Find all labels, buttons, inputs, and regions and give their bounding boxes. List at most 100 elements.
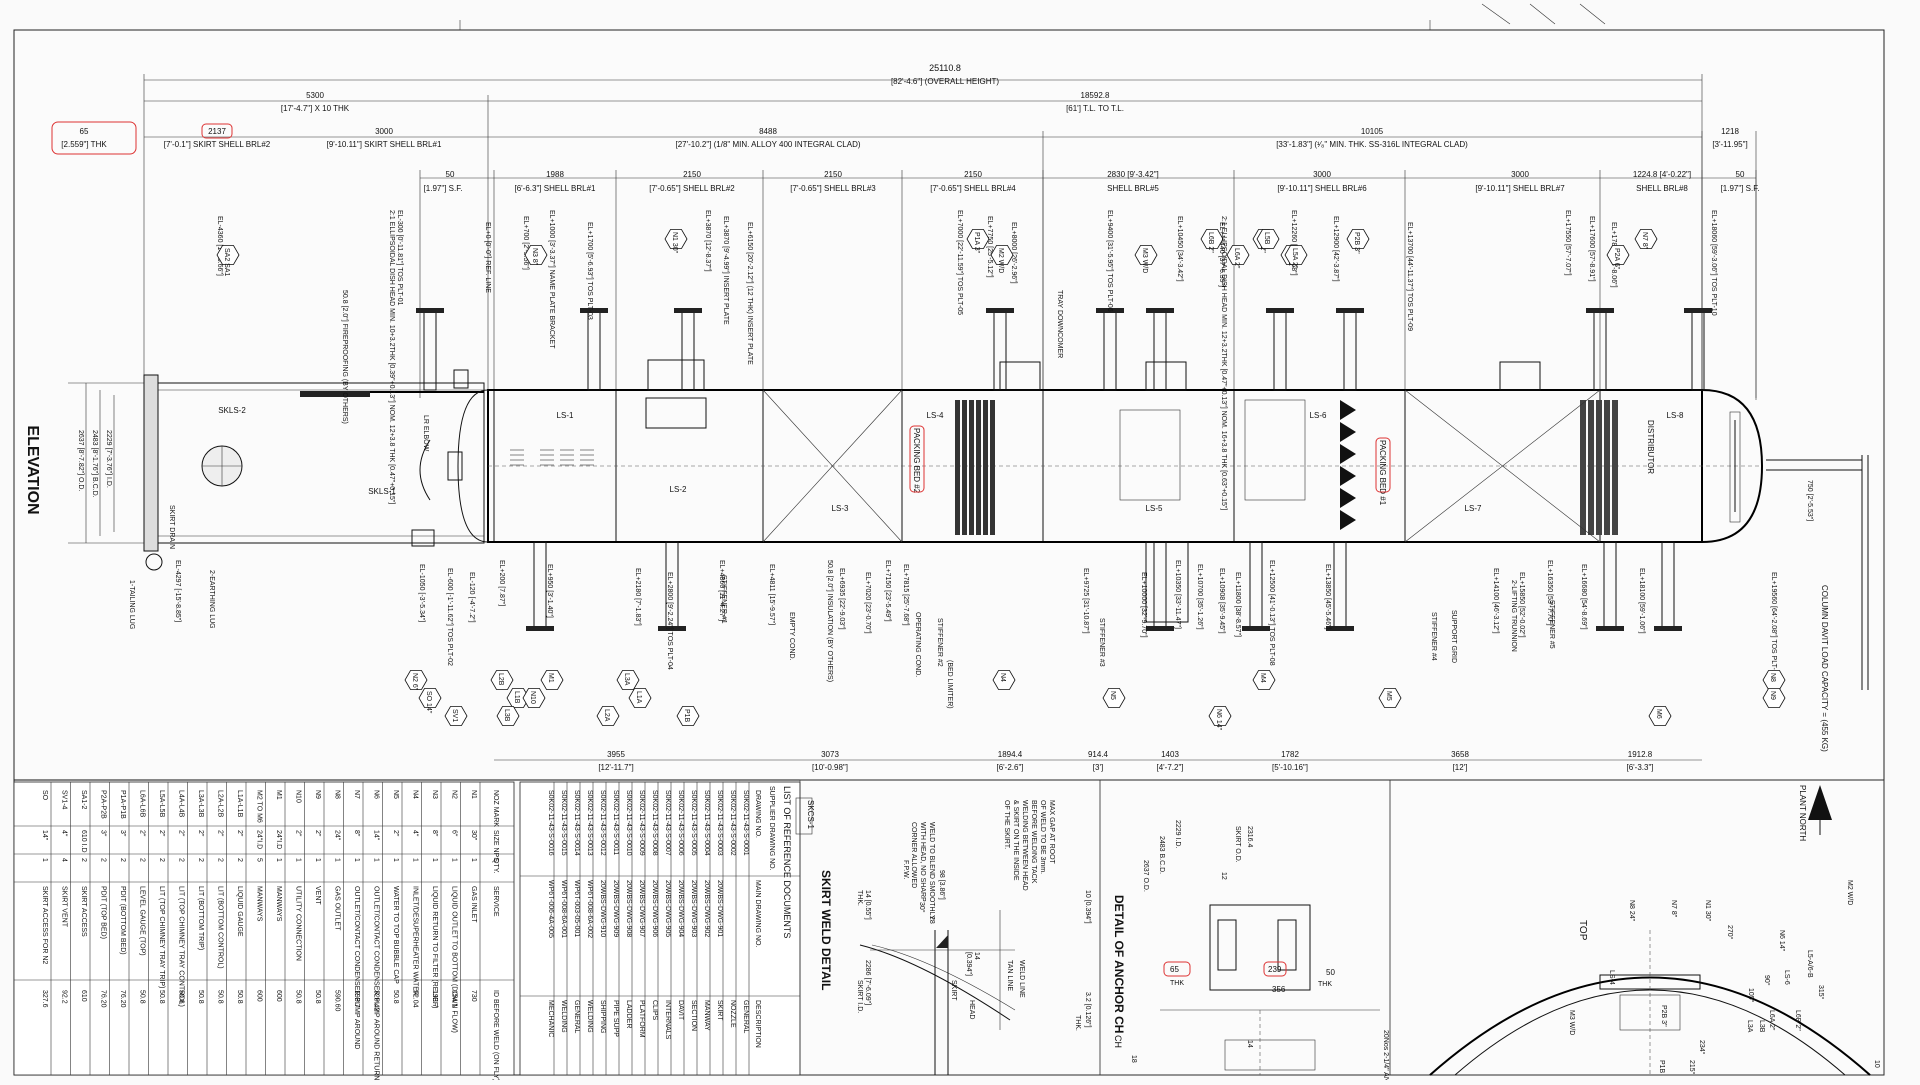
reference-cell: WELDING (560, 1000, 567, 1033)
nozzle-table-cell: 6" (451, 830, 458, 837)
distributor-element (1604, 400, 1610, 535)
shell-course-dimensions: 50 [1.97"] S.F. 1988 [6'-6.3"] SHELL BRL… (420, 170, 1759, 193)
plan-tag: L5-A/6-B (1806, 950, 1813, 978)
nozzle-table-cell: LIT (BOTTOM TRIP) (197, 886, 204, 950)
nozzle-flange (1326, 626, 1354, 631)
nozzle-table-cell: 5 (256, 858, 263, 862)
reference-table-title: LIST OF REFERENCE DOCUMENTS (782, 786, 792, 938)
hex-tag-outline (418, 688, 442, 708)
nozzle-table-cell: 2" (314, 830, 321, 837)
top-head-note: 2:1 ELLIPSOIDAL DISH HEAD MIN. 12+3.2THK… (1220, 216, 1227, 510)
stiffener-3-note: STIFFENER #3 (1098, 618, 1105, 667)
plan-tag: L6A 2" (1768, 1010, 1775, 1031)
packing-bed-1-element (1340, 510, 1356, 530)
nozzle-table-cell: 2 (158, 858, 165, 862)
manway-m2 (647, 359, 705, 391)
nozzle-tag-top: P1A 3" (973, 232, 980, 254)
elevation-callout-top: EL+12260 [40'-2.68"] (1290, 210, 1297, 276)
reference-cell: S0K02-11-43-S-0002 (729, 790, 736, 856)
nozzle-flange (1096, 308, 1124, 313)
reference-cell: S0K02-11-43-S-0003 (716, 790, 723, 856)
ls4-label: LS-4 (927, 411, 944, 420)
elevation-callout-bottom: EL+10350 [33'-11.47"] (1174, 560, 1181, 629)
plan-tag: 215° (1688, 1060, 1696, 1075)
brl7: [9'-10.11"] SHELL BRL#7 (1475, 184, 1565, 193)
bottom-dim-ft: [12'-11.7"] (598, 763, 633, 772)
plan-tag: N7 8" (1670, 900, 1677, 918)
lr-elbow (419, 439, 431, 501)
brl2-length: 2150 (683, 170, 701, 179)
nozzle-table-cell: SKIRT VENT (61, 886, 68, 928)
bottom-dim-value: 1894.4 (998, 750, 1023, 759)
nozzle-table-cell: 2" (139, 830, 146, 837)
nozzle-tag-bottom: L1A (635, 691, 642, 704)
reference-cell: S0K02-11-43-S-0006 (677, 790, 684, 856)
skirt-length-ft: [17'-4.7"] X 10 THK (281, 104, 350, 113)
anchor-dim: 65 (1170, 965, 1179, 974)
elevation-callout-bottom: EL-600 [-1'-11.62"] TOS PLT-02 (446, 568, 453, 666)
vessel-id-dim: 2229 [7'-3.76"] I.D. (105, 430, 112, 488)
brl6: [9'-10.11"] SHELL BRL#6 (1277, 184, 1367, 193)
manway-top (999, 361, 1041, 391)
nozzle-table-cell: L6A-L6B (139, 790, 146, 818)
packing-bed-2-element (962, 400, 967, 535)
reference-cell: 20WBS-DWG-905 (664, 880, 671, 937)
nozzle-table-cell: 1 (41, 858, 48, 862)
distributor-element (1588, 400, 1594, 535)
revision-cloud (51, 121, 137, 155)
reference-cell: S0K02-11-43-S-0005 (690, 790, 697, 856)
nozzle-table-cell: UTILITY CONNECTION (295, 886, 302, 961)
nozzle-table-cell: 1 (470, 858, 477, 862)
elevation-callout-bottom: EL+10908 [35'-9.45"] (1218, 568, 1225, 634)
brl8-length: 1224.8 [4'-0.22"] (1633, 170, 1691, 179)
anchor-18: 18 (1130, 1055, 1137, 1063)
thk14-label: 14 [0.55"] (864, 890, 871, 920)
plan-tag: L3A (1746, 1020, 1753, 1033)
reference-cell: INTERNALS (664, 1000, 671, 1040)
brl3: [7'-0.65"] SHELL BRL#3 (790, 184, 876, 193)
ls5-label: LS-5 (1146, 504, 1163, 513)
blend-note: WELD TO BLEND SMOOTHLY (928, 822, 935, 920)
nozzle-table-cell: 1 (392, 858, 399, 862)
downcomer-box (1119, 409, 1181, 501)
brl1: [6'-6.3"] SHELL BRL#1 (514, 184, 596, 193)
nozzle-table-cell: 730 (470, 990, 477, 1002)
nozzle-tag-top: L5B (1263, 232, 1270, 245)
nozzle-flange (1596, 626, 1624, 631)
nozzle-tag-bottom: M6 (1655, 709, 1662, 719)
elevation-callout-bottom: EL+7815 [25'-7.68"] (902, 564, 909, 626)
hex-tag-outline (1762, 688, 1786, 708)
nozzle-table-cell: 14" (41, 830, 48, 841)
anchor-bolts-note: 20Nos 2-1/4" ANCHOR BO (1382, 1030, 1389, 1080)
elevation-callout-top: EL+0 [0'-0"] REF. LINE (484, 222, 491, 293)
nozzle-table-cell: 154.1 (451, 990, 458, 1008)
lifting-trunnion-note: 2-LIFTING TRUNNION (1510, 580, 1517, 652)
hex-tag-outline (496, 706, 520, 726)
nozzle-table-cell: 24" (334, 830, 341, 841)
elevation-title: ELEVATION (24, 425, 41, 514)
nozzle-table-cell: OUTLET/CONTACT CONDENSER PUMP AROUND RET… (373, 886, 380, 1080)
thk-65: 65 (80, 127, 89, 136)
tl-length-ft: [61'] T.L. TO T.L. (1066, 104, 1124, 113)
nozzle-table-cell: LIT (TOP CHIMNEY TRAY CONTROL) (178, 886, 185, 1007)
nozzle-table-cell: P1A-P1B (119, 790, 126, 819)
ls8-label: LS-8 (1667, 411, 1684, 420)
skirt-weld-title: SKIRT WELD DETAIL (819, 870, 833, 990)
nozzle-table-cell: 50.8 (314, 990, 321, 1004)
distributor-element (1596, 400, 1602, 535)
elevation-callout-bottom: EL+16350 [53'-7.70"] (1546, 560, 1553, 626)
nozzle-table-cell: 1 (431, 858, 438, 862)
nozzle-flange (1336, 308, 1364, 313)
skirt-weld-detail: SKIRT WELD DETAIL (799, 779, 1101, 1076)
reference-cell: S0K02-11-43-S-0015 (560, 790, 567, 856)
nozzle-table-cell: 1 (314, 858, 321, 862)
reference-cell: 20WBS-DWG-903 (690, 880, 697, 937)
anchor-notes: 2229 I.D.2483 B.C.D.2637 O.D.2316.4SKIRT… (1113, 820, 1389, 1085)
bottom-dim-value: 1403 (1161, 750, 1179, 759)
nozzle-table-cell: M2 TO M6 (256, 790, 263, 823)
dim32-label: 3.2 [0.126"] (1084, 992, 1091, 1028)
reference-col-header: DESCRIPTION (754, 1000, 761, 1048)
reference-cell: 20WBS-DWG-907 (638, 880, 645, 937)
